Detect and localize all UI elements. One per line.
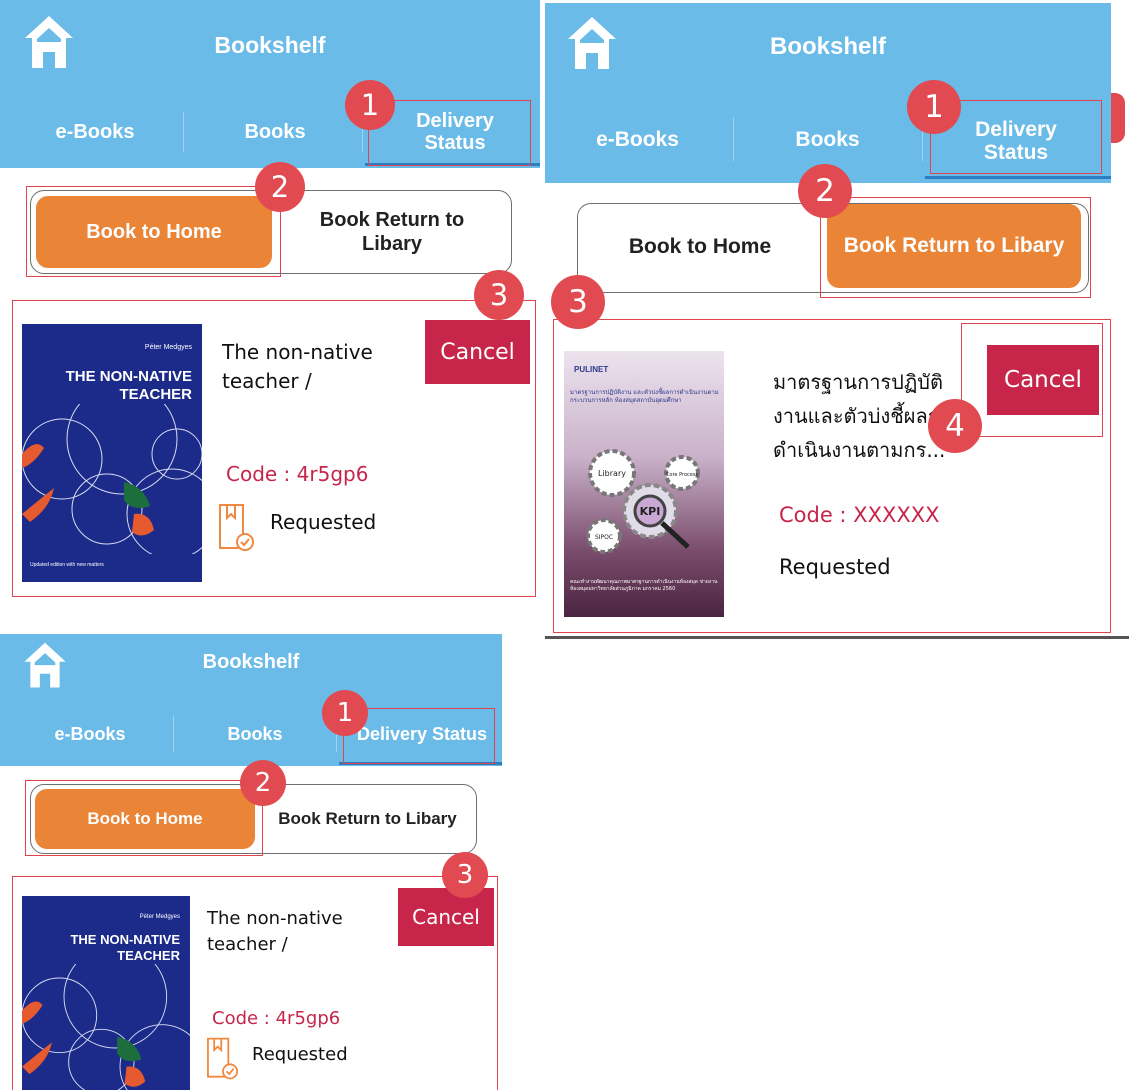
book-title: The non-native teacher / [207, 908, 343, 956]
book-cover: Péter Medgyes THE NON-NATIVE TEACHER Upd… [22, 324, 202, 582]
tab-ebooks[interactable]: e-Books [54, 724, 126, 745]
tab-separator [173, 716, 174, 752]
cover-gears: Library Core Process KPI SIPOC [586, 449, 700, 554]
cover-footer: คณะทำงานพัฒนาคุณภาพมาตรฐานการดำเนินงานห้… [570, 579, 718, 592]
annotation-badge-3: 3 [442, 852, 488, 898]
tab-ebooks[interactable]: e-Books [55, 121, 135, 143]
active-tab-indicator [925, 176, 1111, 179]
tab-separator [733, 117, 734, 161]
segment-book-to-home[interactable]: Book to Home [36, 196, 272, 268]
annotation-badge-1: 1 [907, 80, 961, 134]
panel-c: Bookshelf e-Books Books Delivery Status … [0, 634, 502, 1090]
annotation-box-2 [25, 780, 263, 856]
annotation-badge-1: 1 [322, 690, 368, 736]
annotation-badge-3: 3 [551, 275, 605, 329]
book-code: Code : 4r5gp6 [226, 462, 369, 486]
cover-title: THE NON-NATIVE TEACHER [70, 932, 180, 963]
panel-b: Bookshelf e-Books Books Delivery Status … [545, 3, 1129, 639]
tab-separator [183, 112, 184, 152]
cover-author: Péter Medgyes [139, 914, 180, 920]
app-title: Bookshelf [214, 32, 326, 58]
tab-separator [922, 117, 923, 161]
segment-book-return[interactable]: Book Return to Libary [278, 808, 457, 828]
annotation-badge-2: 2 [255, 162, 305, 212]
active-tab-indicator [365, 163, 540, 166]
tab-ebooks[interactable]: e-Books [596, 128, 679, 152]
book-cover: PULINET มาตรฐานการปฏิบัติงาน และตัวบ่งชี… [564, 351, 724, 617]
book-status: Requested [779, 555, 891, 579]
segment-book-to-home[interactable]: Book to Home [628, 235, 772, 259]
tab-delivery-status[interactable]: Delivery Status [975, 117, 1057, 164]
annotation-badge-2: 2 [240, 760, 286, 806]
cover-circles [22, 404, 202, 554]
header-bar: Bookshelf e-Books Books Delivery Status [0, 634, 502, 766]
cancel-button[interactable]: Cancel [987, 345, 1099, 415]
cover-title: THE NON-NATIVE TEACHER [65, 368, 192, 403]
annotation-badge-1: 1 [345, 80, 395, 130]
header-bar: Bookshelf e-Books Books Delivery Status [545, 3, 1111, 183]
cancel-button[interactable]: Cancel [425, 320, 530, 384]
home-icon[interactable] [23, 641, 67, 691]
tab-delivery-status[interactable]: Delivery Status [356, 724, 488, 745]
app-title: Bookshelf [769, 33, 886, 60]
home-icon[interactable] [567, 15, 617, 73]
panel-a: Bookshelf e-Books Books Delivery Status … [0, 0, 540, 605]
book-code: Code : XXXXXX [779, 503, 940, 527]
tab-books[interactable]: Books [244, 121, 306, 143]
cover-publisher: PULINET [574, 365, 609, 374]
app-title: Bookshelf [202, 651, 300, 673]
gear-library-label: Library [598, 469, 626, 478]
annotation-box-4 [961, 323, 1103, 437]
book-check-icon [219, 504, 254, 551]
tab-books[interactable]: Books [227, 724, 283, 745]
segment-book-return[interactable]: Book Return to Libary [319, 209, 465, 255]
side-edge [1111, 93, 1125, 143]
cover-circles [22, 964, 190, 1090]
gear-core-label: Core Process [666, 472, 699, 478]
cover-author: Péter Medgyes [144, 344, 192, 351]
tab-separator [362, 112, 363, 152]
annotation-box-3 [12, 876, 498, 1090]
annotation-box-3 [553, 319, 1111, 633]
annotation-box-2 [820, 197, 1091, 298]
tab-books[interactable]: Books [795, 128, 860, 152]
tab-delivery-status[interactable]: Delivery Status [416, 110, 494, 154]
book-status: Requested [270, 510, 377, 534]
annotation-box-2 [26, 186, 281, 277]
annotation-badge-3: 3 [474, 270, 524, 320]
header-bar: Bookshelf e-Books Books Delivery Status [0, 0, 540, 168]
annotation-badge-4: 4 [928, 399, 982, 453]
book-check-icon [207, 1037, 239, 1080]
book-title: The non-native teacher / [222, 340, 373, 393]
segment-book-to-home[interactable]: Book to Home [35, 789, 255, 849]
annotation-box-3 [12, 300, 536, 597]
annotation-badge-2: 2 [798, 164, 852, 218]
cover-title: มาตรฐานการปฏิบัติงาน และตัวบ่งชี้ผลการดำ… [570, 389, 719, 405]
book-code: Code : 4r5gp6 [212, 1008, 341, 1029]
gear-kpi-label: KPI [640, 505, 661, 518]
home-icon[interactable] [24, 14, 74, 72]
annotation-box-1 [368, 100, 531, 166]
cancel-button[interactable]: Cancel [398, 888, 494, 946]
book-status: Requested [252, 1044, 348, 1065]
annotation-box-1 [343, 708, 495, 764]
segment-book-return[interactable]: Book Return to Libary [827, 204, 1081, 288]
cover-footer: Updated edition with new matters [30, 562, 104, 568]
book-cover: Péter Medgyes THE NON-NATIVE TEACHER [22, 896, 190, 1090]
gear-sipoc-label: SIPOC [595, 534, 613, 541]
annotation-box-1 [930, 100, 1102, 174]
